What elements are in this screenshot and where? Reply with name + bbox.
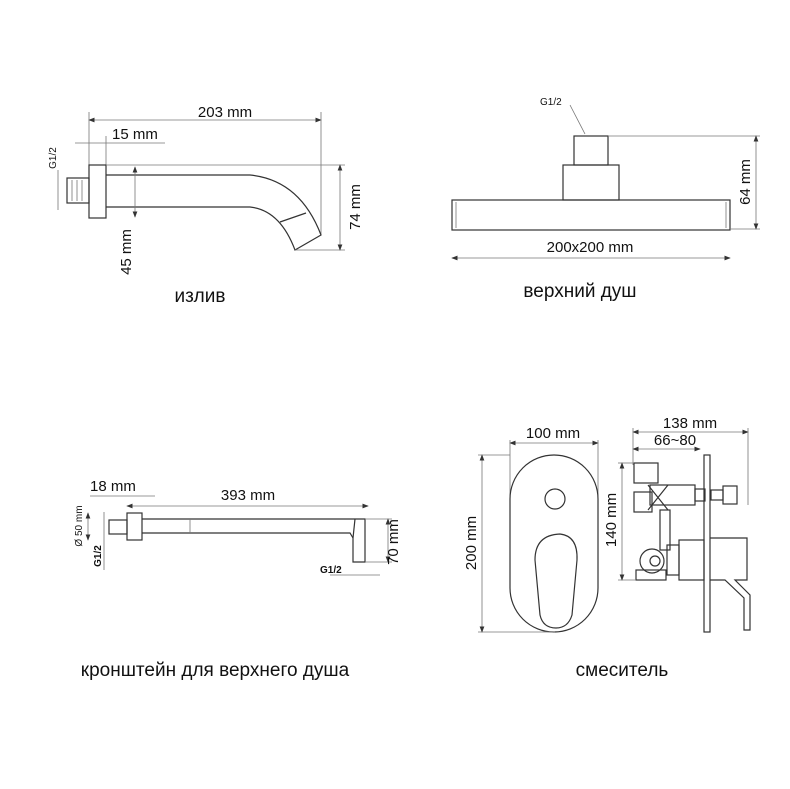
spout-depth-label: 45 mm xyxy=(118,229,135,275)
head-shower-size-label: 200x200 mm xyxy=(547,239,634,256)
spout-flange-label: 15 mm xyxy=(112,126,158,143)
head-shower-drawing: G1/2 64 mm 200x200 mm верхний душ xyxy=(451,97,760,302)
spout-drawing: 203 mm 15 mm 74 mm 45 mm G1/2 излив xyxy=(48,104,364,307)
mixer-depth-label: 138 mm xyxy=(663,415,717,432)
head-shower-caption: верхний душ xyxy=(523,281,636,302)
mixer-width-label: 100 mm xyxy=(526,425,580,442)
head-shower-thread-label: G1/2 xyxy=(540,97,562,108)
mixer-height-label: 200 mm xyxy=(463,516,480,570)
spout-height-label: 74 mm xyxy=(347,184,364,230)
mixer-adjust-label: 66~80 xyxy=(654,432,696,449)
mixer-caption: смеситель xyxy=(576,660,669,681)
mixer-drawing: 100 mm 200 mm 138 mm 66~80 140 mm смесит… xyxy=(463,415,751,681)
shower-arm-thread-left-label: G1/2 xyxy=(93,545,104,567)
mixer-body-height-label: 140 mm xyxy=(603,493,620,547)
spout-caption: излив xyxy=(175,286,226,307)
shower-arm-drawing: 18 mm 393 mm Ø 50 mm G1/2 G1/2 70 mm кро… xyxy=(74,478,402,681)
shower-arm-drop-label: 70 mm xyxy=(385,519,402,565)
shower-arm-thread-right-label: G1/2 xyxy=(320,565,342,576)
spout-thread-label: G1/2 xyxy=(48,147,59,169)
shower-arm-caption: кронштейн для верхнего душа xyxy=(81,660,350,681)
head-shower-height-label: 64 mm xyxy=(737,159,754,205)
spout-length-label: 203 mm xyxy=(198,104,252,121)
shower-arm-flange-label: 18 mm xyxy=(90,478,136,495)
shower-arm-length-label: 393 mm xyxy=(221,487,275,504)
shower-arm-diameter-label: Ø 50 mm xyxy=(74,505,85,546)
